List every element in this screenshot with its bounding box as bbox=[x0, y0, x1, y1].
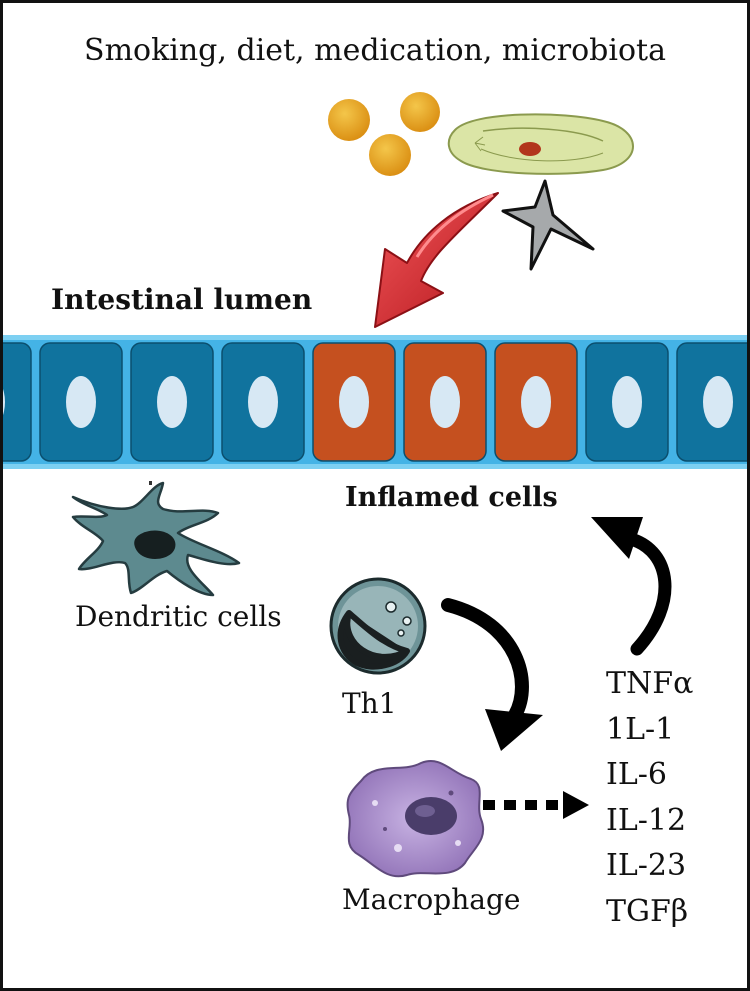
bacteria-icon bbox=[328, 92, 440, 176]
cytokine-item: TNFα bbox=[606, 666, 694, 701]
intestinal-lumen-label: Intestinal lumen bbox=[51, 283, 313, 316]
diagram-graphics bbox=[3, 92, 747, 878]
inflamed-epithelial-cell bbox=[403, 342, 487, 462]
macrophage-icon bbox=[346, 760, 484, 878]
epithelial-cell bbox=[585, 342, 669, 462]
dendritic-cell-icon bbox=[71, 481, 241, 597]
epithelial-cell bbox=[39, 342, 123, 462]
macrophage-to-cytokines-dashed-arrow bbox=[483, 791, 589, 819]
cytokine-list: TNFα 1L-1 IL-6 IL-12 IL-23 TGFβ bbox=[606, 661, 693, 934]
epithelium-layer bbox=[3, 335, 747, 469]
star-particle-icon bbox=[501, 179, 595, 271]
cytokine-item: IL-12 bbox=[606, 802, 687, 838]
macrophage-label: Macrophage bbox=[342, 883, 521, 916]
cytokine-item: IL-6 bbox=[606, 757, 667, 792]
cytokines-to-inflamed-arrow bbox=[591, 517, 672, 656]
th1-label: Th1 bbox=[342, 687, 397, 720]
dendritic-cells-label: Dendritic cells bbox=[75, 600, 282, 633]
epithelial-cell bbox=[130, 342, 214, 462]
big-red-arrow bbox=[374, 192, 499, 328]
cytokine-item: IL-23 bbox=[606, 848, 687, 883]
inflamed-cells-label: Inflamed cells bbox=[345, 482, 558, 513]
th1-cell-icon bbox=[329, 577, 427, 675]
protozoa-icon bbox=[447, 113, 634, 175]
epithelial-cell bbox=[3, 342, 32, 462]
epithelial-cell bbox=[676, 342, 747, 462]
diagram-title: Smoking, diet, medication, microbiota bbox=[84, 33, 666, 68]
epithelial-cell bbox=[221, 342, 305, 462]
inflamed-epithelial-cell bbox=[494, 342, 578, 462]
th1-to-macrophage-arrow bbox=[441, 598, 543, 751]
cytokine-item: 1L-1 bbox=[606, 711, 675, 747]
cytokine-item: TGFβ bbox=[606, 893, 689, 929]
inflamed-epithelial-cell bbox=[312, 342, 396, 462]
